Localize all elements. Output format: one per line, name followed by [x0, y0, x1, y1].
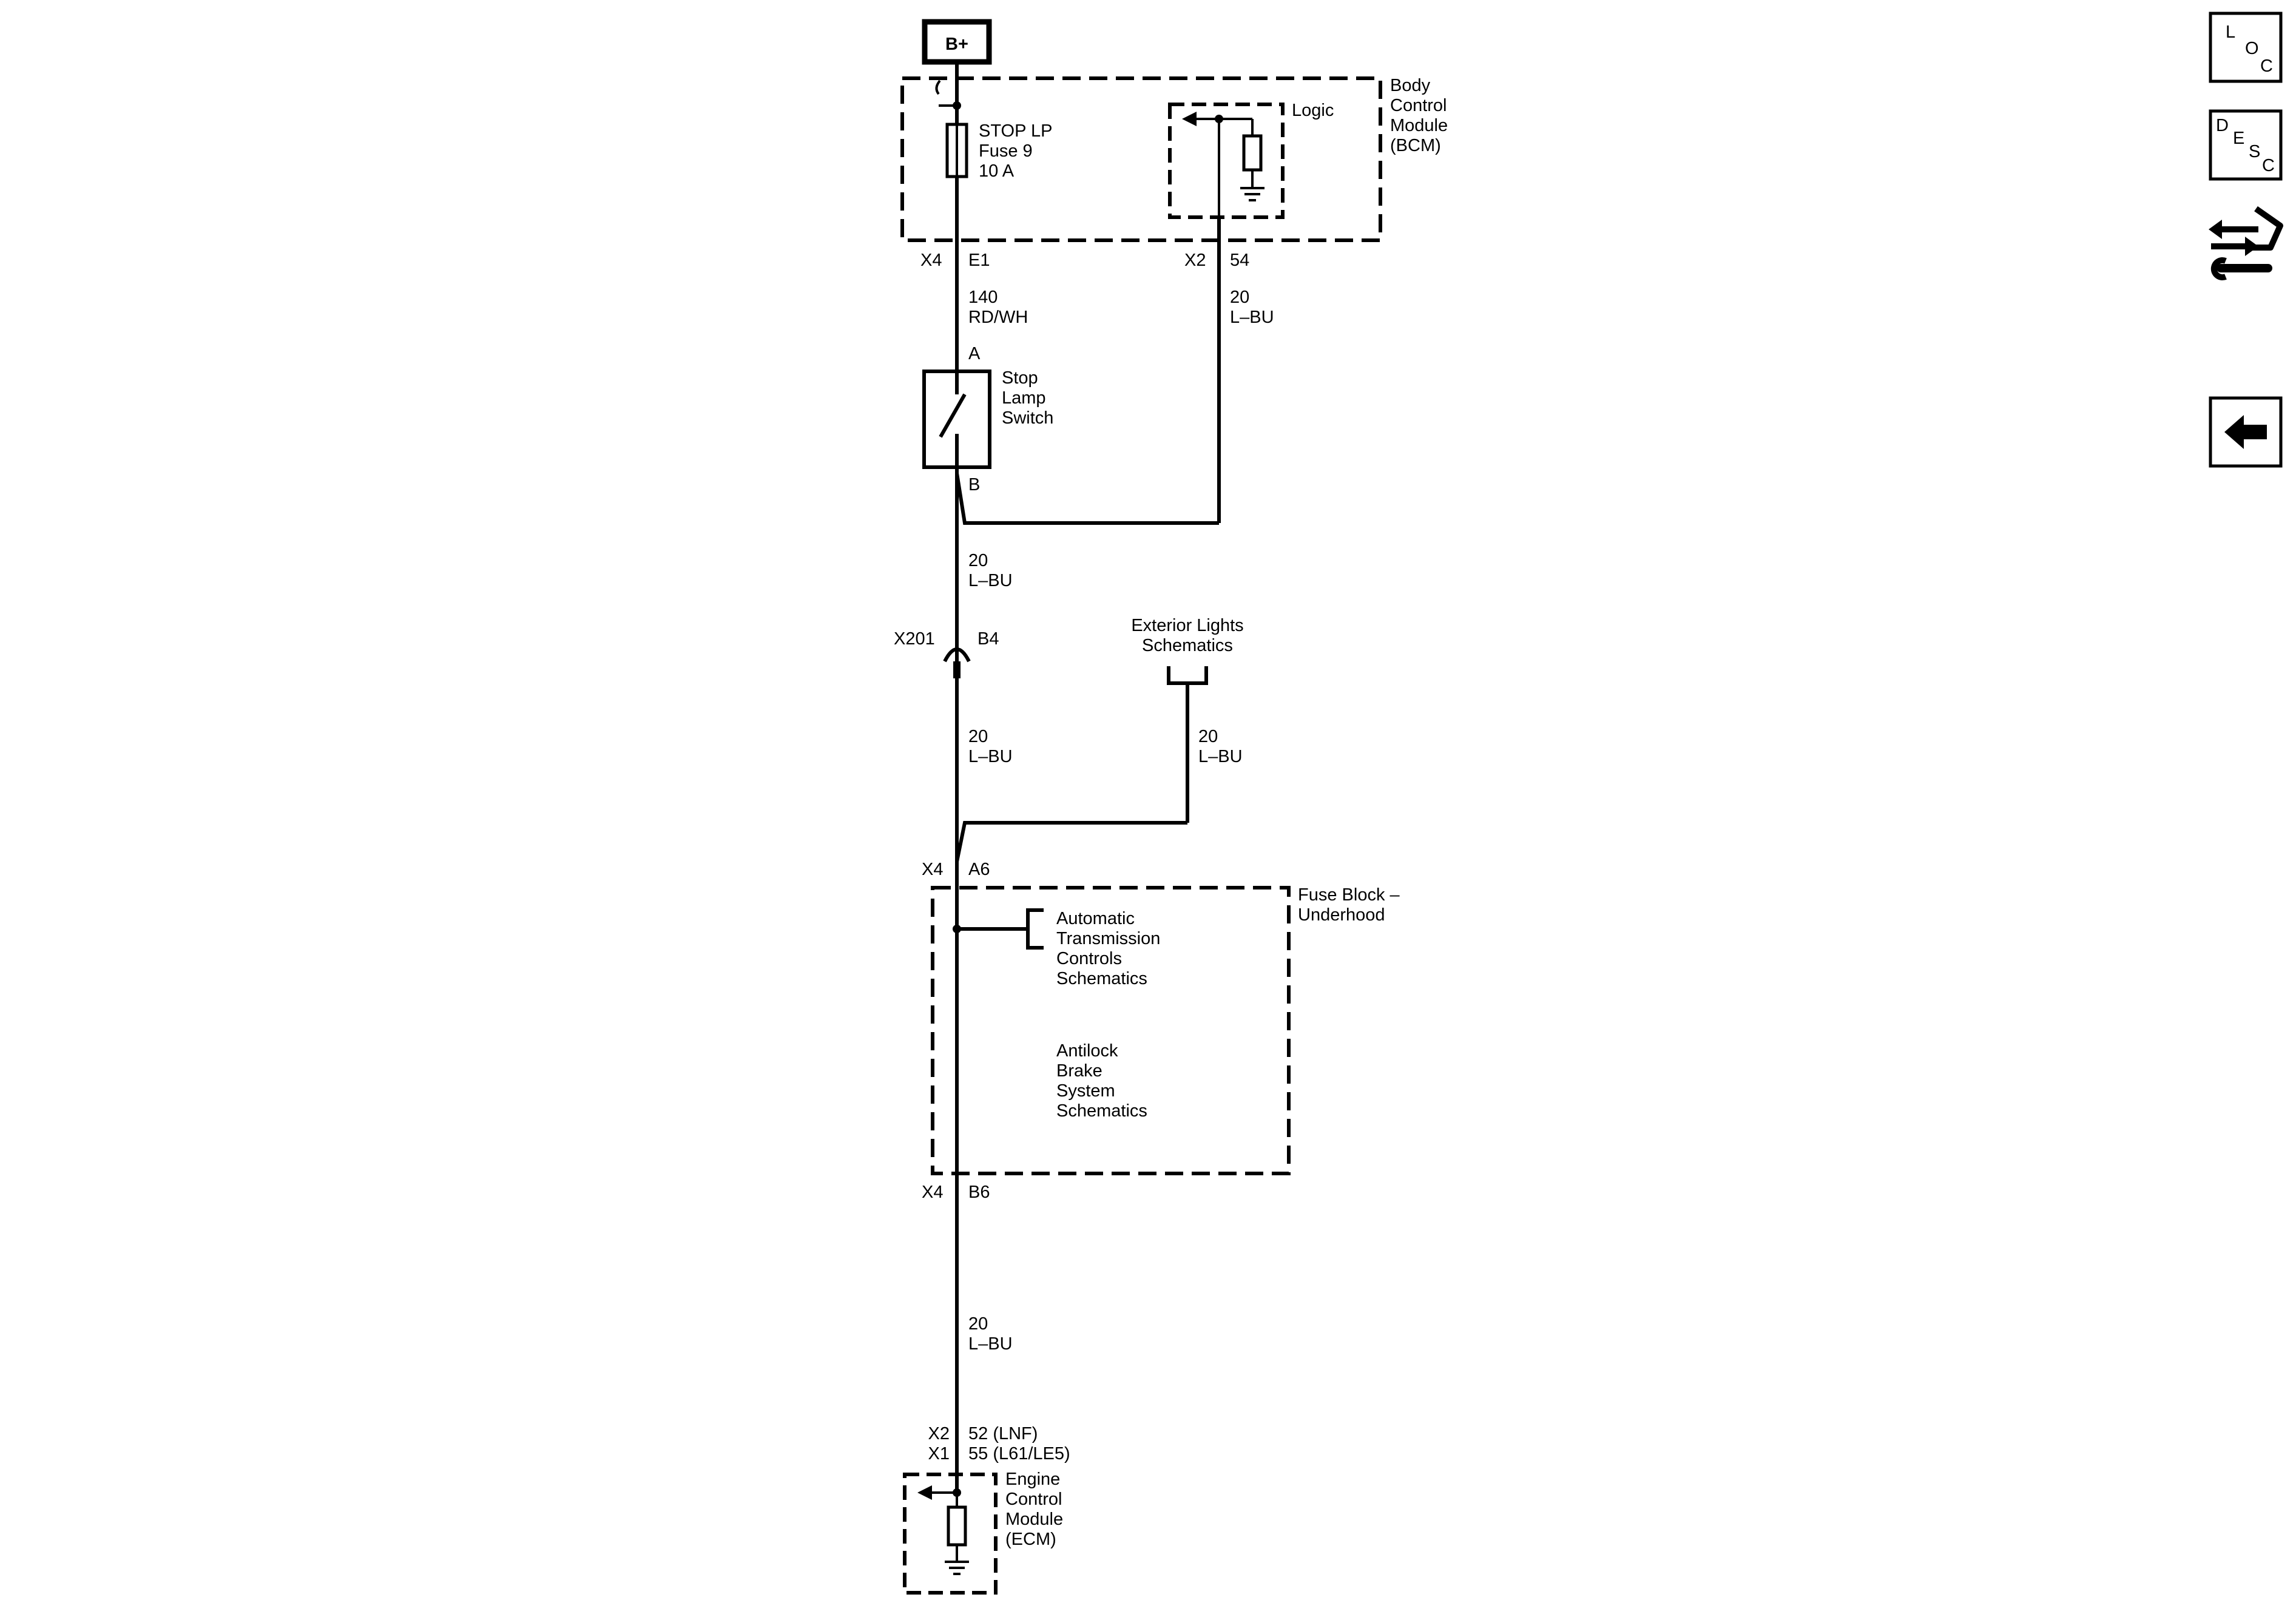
svg-text:Engine: Engine	[1005, 1470, 1060, 1489]
battery-positive-terminal: B+	[922, 19, 992, 65]
bcm-conn-right: X2	[1184, 251, 1206, 270]
svg-text:C: C	[2262, 156, 2275, 175]
back-button[interactable]	[2209, 396, 2283, 468]
wire-label-w1: 140 RD/WH	[968, 288, 1028, 327]
exterior-lights-ref-icon	[1167, 666, 1208, 823]
svg-text:Body: Body	[1390, 76, 1431, 95]
svg-text:Control: Control	[1390, 96, 1447, 115]
svg-text:L–BU: L–BU	[1198, 747, 1243, 766]
logic-input-symbol	[1182, 112, 1264, 218]
svg-text:10 A: 10 A	[979, 161, 1015, 181]
svg-text:Switch: Switch	[1002, 408, 1053, 428]
wire-label-w5: 20 L–BU	[1198, 727, 1243, 766]
back-arrow-icon	[2224, 415, 2267, 449]
stop-lamp-switch-icon	[922, 370, 991, 469]
svg-text:L: L	[2226, 22, 2235, 42]
loc-button[interactable]: L O C	[2209, 12, 2283, 83]
svg-text:Automatic: Automatic	[1056, 909, 1135, 928]
inline-connector-x201	[943, 647, 971, 678]
svg-text:RD/WH: RD/WH	[968, 308, 1028, 327]
svg-text:55 (L61/LE5): 55 (L61/LE5)	[968, 1444, 1070, 1463]
svg-text:C: C	[2260, 56, 2273, 76]
svg-text:(BCM): (BCM)	[1390, 136, 1441, 155]
svg-text:Underhood: Underhood	[1298, 905, 1385, 925]
svg-text:Schematics: Schematics	[1056, 1101, 1147, 1121]
fuse-block-conn-bottom: X4	[922, 1183, 943, 1202]
svg-text:140: 140	[968, 288, 998, 307]
wire-label-w3: 20 L–BU	[968, 551, 1013, 590]
power-label: B+	[945, 35, 968, 54]
svg-text:(ECM): (ECM)	[1005, 1530, 1056, 1549]
svg-text:L–BU: L–BU	[968, 1334, 1013, 1354]
svg-text:Transmission: Transmission	[1056, 929, 1160, 948]
svg-text:20: 20	[968, 551, 988, 570]
exterior-lights-wire	[955, 821, 1187, 862]
svg-text:System: System	[1056, 1081, 1115, 1101]
wire-label-w4: 20 L–BU	[968, 727, 1013, 766]
atc-label: Automatic Transmission Controls Schemati…	[1056, 909, 1160, 988]
x201-pin: B4	[977, 629, 999, 649]
svg-text:L–BU: L–BU	[1230, 308, 1274, 327]
svg-text:L–BU: L–BU	[968, 571, 1013, 590]
svg-text:Schematics: Schematics	[1056, 969, 1147, 988]
svg-text:S: S	[2249, 142, 2260, 161]
svg-text:STOP LP: STOP LP	[979, 121, 1052, 141]
abs-label: Antilock Brake System Schematics	[1056, 1041, 1147, 1121]
svg-text:Exterior Lights: Exterior Lights	[1131, 616, 1243, 635]
switch-to-logic-wire	[955, 473, 1219, 525]
logic-label: Logic	[1292, 101, 1334, 120]
wire-label-w6: 20 L–BU	[968, 1314, 1013, 1354]
exterior-lights-label: Exterior Lights Schematics	[1131, 616, 1243, 655]
bcm-conn-left: X4	[920, 251, 942, 270]
svg-text:Stop: Stop	[1002, 368, 1038, 388]
svg-text:Fuse 9: Fuse 9	[979, 141, 1033, 161]
fuse-block-conn-top: X4	[922, 860, 943, 879]
svg-text:D: D	[2216, 116, 2229, 135]
svg-text:20: 20	[1198, 727, 1218, 746]
ecm-box	[903, 1473, 998, 1595]
ecm-connector-labels: X2 52 (LNF) X1 55 (L61/LE5)	[928, 1424, 1070, 1463]
fuse-block-pin-bottom: B6	[968, 1183, 990, 1202]
svg-text:Module: Module	[1005, 1510, 1063, 1529]
svg-text:20: 20	[968, 1314, 988, 1334]
bcm-pin-right: 54	[1230, 251, 1249, 270]
svg-text:52 (LNF): 52 (LNF)	[968, 1424, 1038, 1443]
bcm-pin-left: E1	[968, 251, 990, 270]
svg-text:L–BU: L–BU	[968, 747, 1013, 766]
svg-text:Fuse Block –: Fuse Block –	[1298, 885, 1400, 905]
svg-text:Antilock: Antilock	[1056, 1041, 1118, 1061]
fuse-block-box	[931, 886, 1291, 1175]
svg-text:Brake: Brake	[1056, 1061, 1102, 1081]
ecm-label: Engine Control Module (ECM)	[1005, 1470, 1063, 1549]
ecm-input-symbol	[917, 1485, 969, 1575]
fuse-entry-mark	[935, 79, 961, 110]
fuse-block-pin-top: A6	[968, 860, 990, 879]
svg-text:20: 20	[1230, 288, 1249, 307]
fuse-icon	[945, 123, 968, 178]
svg-text:X2: X2	[928, 1424, 950, 1443]
bcm-label: Body Control Module (BCM)	[1390, 76, 1448, 155]
logic-box	[1168, 103, 1285, 219]
fuse-block-label: Fuse Block – Underhood	[1298, 885, 1400, 925]
svg-text:X1: X1	[928, 1444, 950, 1463]
switch-pin-b: B	[968, 475, 980, 495]
switch-pin-a: A	[968, 344, 981, 363]
fuse-label: STOP LP Fuse 9 10 A	[979, 121, 1052, 181]
wire-label-w2: 20 L–BU	[1230, 288, 1274, 327]
svg-text:Schematics: Schematics	[1142, 636, 1233, 655]
svg-text:Module: Module	[1390, 116, 1448, 135]
svg-text:20: 20	[968, 727, 988, 746]
x201-conn: X201	[894, 629, 935, 649]
stop-lamp-switch-label: Stop Lamp Switch	[1002, 368, 1053, 428]
svg-text:Control: Control	[1005, 1490, 1062, 1509]
atc-ref-icon	[953, 908, 1044, 950]
svg-text:Lamp: Lamp	[1002, 388, 1046, 408]
desc-button[interactable]: D E S C	[2209, 109, 2283, 181]
svg-text:O: O	[2245, 39, 2259, 58]
svg-text:E: E	[2233, 129, 2244, 148]
svg-text:Controls: Controls	[1056, 949, 1122, 968]
connector-wrench-icon[interactable]	[2209, 206, 2283, 280]
